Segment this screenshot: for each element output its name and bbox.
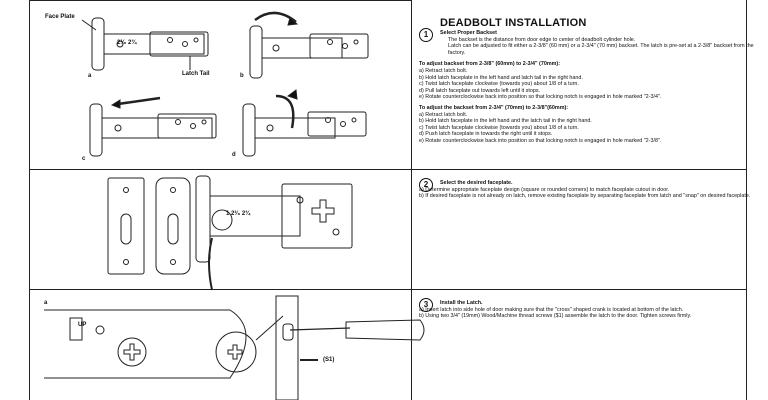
list-item: a) Retract latch bolt. [419, 67, 468, 74]
step-heading: Select the desired faceplate. [440, 180, 513, 186]
list-item: d) Pull latch faceplate out towards left… [419, 87, 541, 94]
list-item: a) Retract latch bolt. [419, 111, 468, 118]
step-3: 3 Install the Latch. a) Insert latch int… [419, 298, 759, 320]
step-number: 2 [419, 178, 433, 192]
list-item: a) Insert latch into side hole of door m… [419, 306, 684, 313]
step-heading: Install the Latch. [440, 300, 483, 306]
label-tick-sec2: 1 2³⁄₈ 2¾ [226, 211, 251, 217]
list-item: e) Rotate counterclockwise back into pos… [419, 94, 662, 101]
list-item: b) Hold latch faceplate in the left hand… [419, 74, 583, 81]
step-heading: Select Proper Backset [440, 30, 497, 36]
label-a: a [88, 73, 92, 79]
label-face-plate: Face Plate [45, 14, 75, 20]
latch-diagram-d [242, 89, 367, 157]
step-1: 1 Select Proper Backset The backset is t… [419, 28, 759, 145]
group-title: To adjust the backset from 2-3/4" (70mm)… [419, 104, 569, 111]
row-divider-2 [29, 289, 747, 290]
latch-diagram-c [89, 96, 217, 157]
row-divider-1 [29, 169, 747, 170]
step-number: 3 [419, 298, 433, 312]
latch-diagram-a [81, 17, 209, 71]
list-item: c) Twist latch faceplate clockwise (towa… [419, 81, 579, 88]
list-item: c) Twist latch faceplate clockwise (towa… [419, 124, 579, 131]
label-tick-a2: 2¾ [128, 40, 137, 46]
list-item: d) Push latch faceplate in towards the r… [419, 131, 553, 138]
left-border [29, 0, 30, 400]
step-number: 1 [419, 28, 433, 42]
label-up: UP [78, 322, 87, 328]
step-text: Latch can be adjusted to fit either a 2-… [448, 43, 754, 56]
list-item: a) Determine appropriate faceplate desig… [419, 186, 670, 193]
faceplate-diagram [107, 175, 353, 291]
list-item: b) Hold latch faceplate in the left hand… [419, 118, 592, 125]
step-2: 2 Select the desired faceplate. a) Deter… [419, 178, 759, 200]
label-s1: (S1) [323, 357, 335, 363]
right-border [746, 0, 747, 400]
label-d: d [232, 152, 236, 158]
label-latch-tail: Latch Tail [182, 71, 210, 77]
label-c: c [82, 156, 86, 162]
column-divider [411, 0, 412, 400]
label-b: b [240, 73, 244, 79]
step-text: The backset is the distance from door ed… [448, 36, 636, 43]
latch-install-diagram [44, 295, 425, 400]
list-item: b) If desired faceplate is not already o… [419, 193, 751, 200]
list-item: e) Rotate counterclockwise back into pos… [419, 137, 662, 144]
group-title: To adjust backset from 2-3/8" (60mm) to … [419, 61, 561, 68]
label-a-section3: a [44, 300, 48, 306]
list-item: b) Using two 3/4" (19mm) Wood/Machine th… [419, 313, 692, 320]
top-border-left [29, 0, 411, 1]
label-tick-a: 2³⁄₈ [117, 40, 127, 46]
latch-diagram-b [249, 11, 369, 79]
page-title: DEADBOLT INSTALLATION [440, 17, 587, 29]
